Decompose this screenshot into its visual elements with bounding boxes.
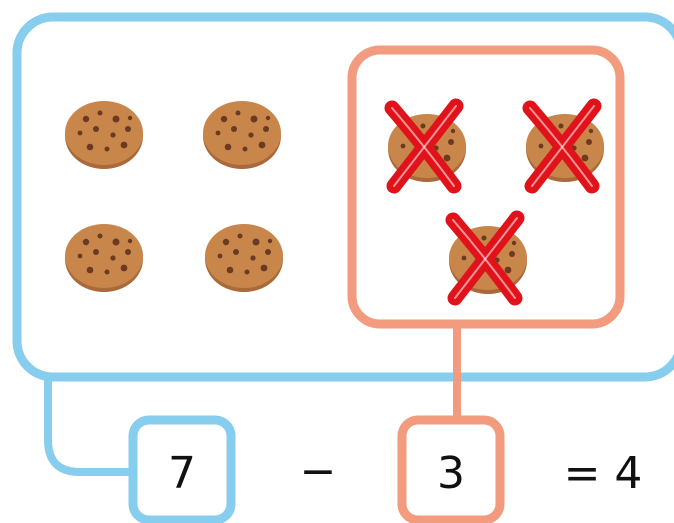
cookie-kept xyxy=(205,224,283,292)
result-text: = 4 xyxy=(564,448,643,499)
total-number: 7 xyxy=(168,448,196,499)
removed-number-box xyxy=(397,415,505,523)
removed-number: 3 xyxy=(437,448,465,499)
cookie-kept xyxy=(203,101,281,169)
total-connector-line xyxy=(44,374,137,476)
cookie-kept xyxy=(65,101,143,169)
minus-operator: − xyxy=(300,446,337,497)
total-number-box xyxy=(128,415,236,523)
cookie-kept xyxy=(65,224,143,292)
